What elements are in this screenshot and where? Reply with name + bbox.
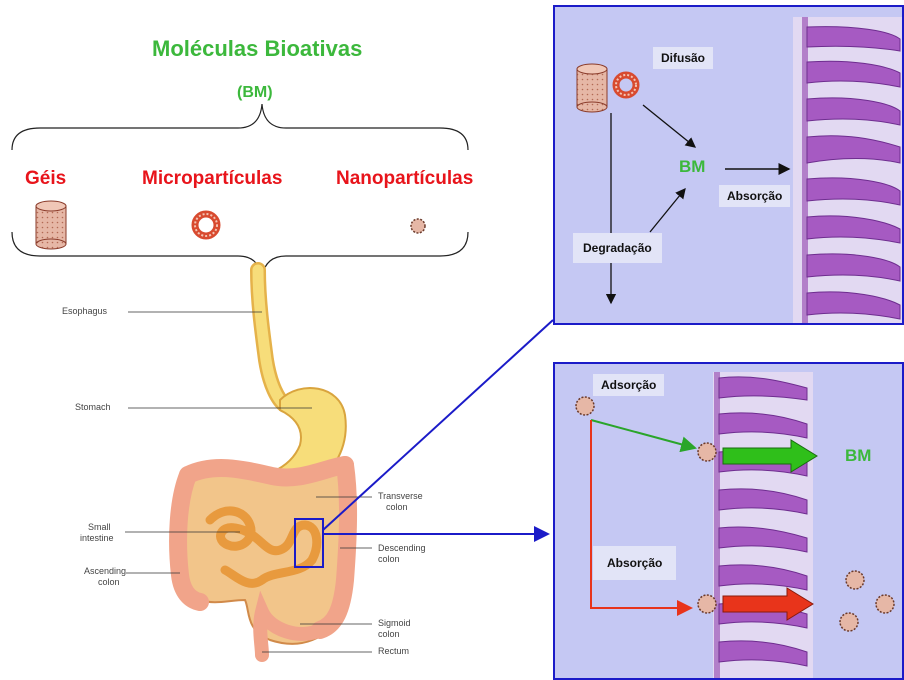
gel-cylinder-icon: [36, 201, 66, 249]
digestive-tract-illustration: [125, 270, 372, 655]
gel-cylinder-icon: [577, 64, 607, 112]
label-stomach: Stomach: [75, 402, 111, 412]
arrow-to-bm: [650, 189, 685, 232]
label-sigmoid-1: Sigmoid: [378, 618, 411, 628]
label-esophagus: Esophagus: [62, 306, 107, 316]
absorption-panel-graphics: [555, 364, 902, 678]
absorption-panel: Adsorção BM Absorção: [553, 362, 904, 680]
microparticle-ring-icon: [195, 214, 217, 236]
villi-tissue-image: [793, 17, 902, 323]
label-absorcao-top: Absorção: [719, 185, 790, 207]
nanoparticle-icon: [411, 219, 425, 233]
microparticle-ring-icon: [616, 75, 636, 95]
top-brace: [12, 104, 468, 150]
bottom-brace: [12, 232, 468, 276]
label-absorcao-bottom: Absorção: [593, 546, 676, 580]
label-degradacao: Degradação: [573, 233, 662, 263]
label-descending-1: Descending: [378, 543, 426, 553]
label-rectum: Rectum: [378, 646, 409, 656]
label-adsorcao: Adsorção: [593, 374, 664, 396]
label-bm-top-panel: BM: [679, 157, 705, 177]
arrow-adsorption: [591, 420, 695, 448]
diffusion-panel-graphics: [555, 7, 902, 323]
label-small-intestine-1: Small: [88, 522, 111, 532]
label-ascending-2: colon: [98, 577, 120, 587]
label-descending-2: colon: [378, 554, 400, 564]
label-sigmoid-2: colon: [378, 629, 400, 639]
label-difusao: Difusão: [653, 47, 713, 69]
label-transverse-2: colon: [386, 502, 408, 512]
diffusion-panel: Difusão BM Absorção Degradação: [553, 5, 904, 325]
label-small-intestine-2: intestine: [80, 533, 114, 543]
arrow-diffusion: [643, 105, 695, 147]
label-ascending-1: Ascending: [84, 566, 126, 576]
connector-top: [323, 320, 553, 530]
label-transverse-1: Transverse: [378, 491, 423, 501]
label-bm-bottom-panel: BM: [845, 446, 871, 466]
villi-tissue-image: [713, 372, 813, 678]
